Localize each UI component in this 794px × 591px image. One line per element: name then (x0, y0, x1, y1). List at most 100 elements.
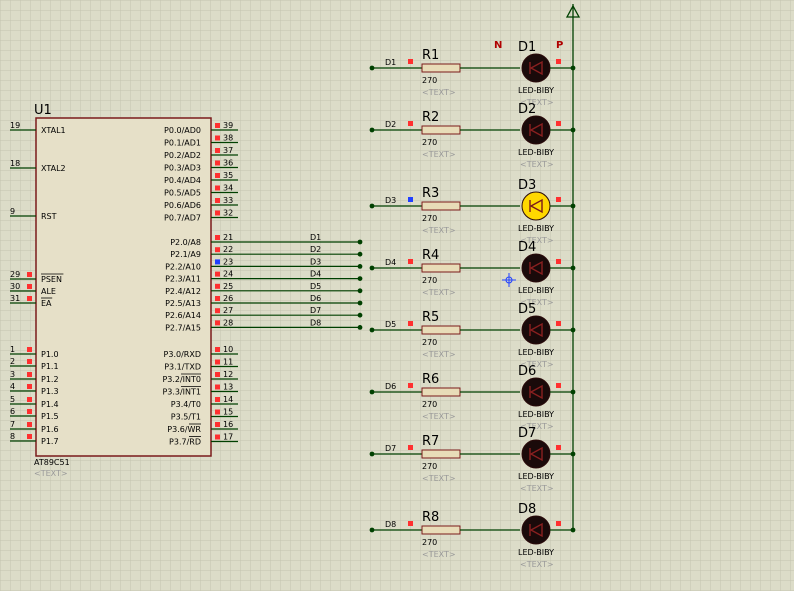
led-text-placeholder: <TEXT> (520, 360, 554, 369)
microcontroller-chip[interactable]: U1 AT89C51 <TEXT> 19XTAL118XTAL29RST29PS… (10, 103, 238, 478)
resistor-body[interactable] (421, 125, 461, 135)
bus-wire-d2: D2 (238, 245, 363, 257)
chip-pin-p1.4[interactable]: 5P1.4 (10, 395, 59, 409)
bus-wire-d3: D3 (238, 257, 363, 269)
pin-marker (215, 372, 220, 377)
power-terminal-arrow-icon[interactable] (565, 4, 581, 18)
bus-wire-d5: D5 (238, 282, 363, 294)
led-body[interactable] (521, 515, 551, 545)
bus-net-label: D7 (310, 306, 321, 315)
chip-pin-p1.1[interactable]: 2P1.1 (10, 357, 59, 371)
chip-pin-p1.6[interactable]: 7P1.6 (10, 420, 59, 434)
resistor-body[interactable] (421, 263, 461, 273)
pin-marker (27, 347, 32, 352)
crosshair-cursor-icon (502, 273, 516, 287)
resistor-body[interactable] (421, 525, 461, 535)
resistor-body[interactable] (421, 449, 461, 459)
chip-pin-name: P2.2/A10 (165, 262, 201, 271)
chip-pin-name: P3.7/RD (169, 438, 201, 447)
chip-pin-name: P1.5 (41, 412, 59, 421)
chip-body[interactable] (35, 117, 212, 457)
chip-pin-number: 27 (223, 306, 233, 315)
bus-net-label: D1 (310, 233, 321, 242)
chip-pin-number: 23 (223, 257, 233, 266)
resistor-body[interactable] (421, 387, 461, 397)
chip-pin-name: P3.6/WR (167, 425, 201, 434)
resistor-body[interactable] (421, 63, 461, 73)
pin-marker (27, 372, 32, 377)
led-body[interactable] (521, 253, 551, 283)
chip-pin-number: 39 (223, 121, 233, 130)
chip-pin-name: P2.6/A14 (165, 311, 201, 320)
resistor-text-placeholder: <TEXT> (422, 350, 456, 359)
chip-pin-number: 11 (223, 358, 233, 367)
chip-pin-name: P0.5/AD5 (164, 189, 201, 198)
resistor-body[interactable] (421, 201, 461, 211)
resistor-body[interactable] (421, 325, 461, 335)
net-label: D4 (385, 258, 396, 267)
chip-pin-name: P3.5/T1 (171, 413, 201, 422)
bus-wire-d4: D4 (238, 270, 363, 281)
led-body[interactable] (521, 115, 551, 145)
led-body[interactable] (521, 53, 551, 83)
led-body[interactable] (521, 377, 551, 407)
chip-pin-p1.7[interactable]: 8P1.7 (10, 432, 59, 446)
chip-pin-p1.2[interactable]: 3P1.2 (10, 370, 59, 384)
led-body[interactable] (521, 439, 551, 469)
led-body[interactable] (521, 315, 551, 345)
chip-pin-p1.0[interactable]: 1P1.0 (10, 345, 59, 359)
led-body[interactable] (521, 191, 551, 221)
chip-pin-p1.5[interactable]: 6P1.5 (10, 407, 59, 421)
resistor-value: 270 (422, 538, 437, 547)
chip-pin-p1.3[interactable]: 4P1.3 (10, 382, 59, 396)
